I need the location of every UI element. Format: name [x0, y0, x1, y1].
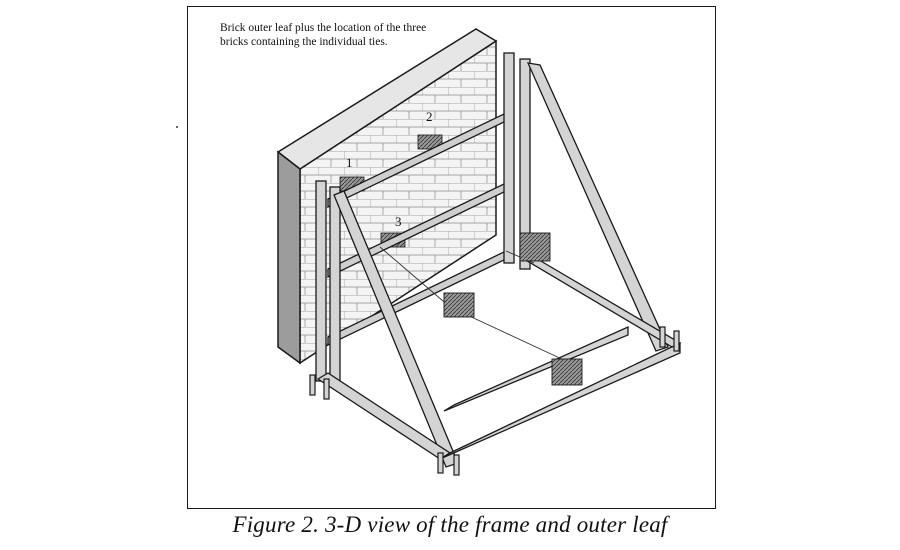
weight-stacks [443, 232, 583, 386]
figure-note: Brick outer leaf plus the location of th… [220, 22, 427, 48]
scan-speck [176, 126, 178, 128]
figure-panel: 1 2 3 [187, 6, 716, 509]
frame-braces [333, 62, 669, 468]
frame-base [316, 256, 682, 460]
weight-stack-left [443, 292, 475, 318]
brick-wall-side [277, 150, 301, 365]
brick-label-2: 2 [426, 109, 433, 124]
weight-stack-front [551, 358, 583, 386]
frame-posts [315, 52, 531, 388]
frame-diagram: 1 2 3 [276, 28, 682, 476]
base-pins [309, 326, 680, 476]
brick-label-1: 1 [346, 155, 353, 170]
brick-label-3: 3 [395, 214, 402, 229]
figure-caption: Figure 2. 3-D view of the frame and oute… [232, 512, 668, 537]
weight-stack-back [519, 232, 551, 262]
